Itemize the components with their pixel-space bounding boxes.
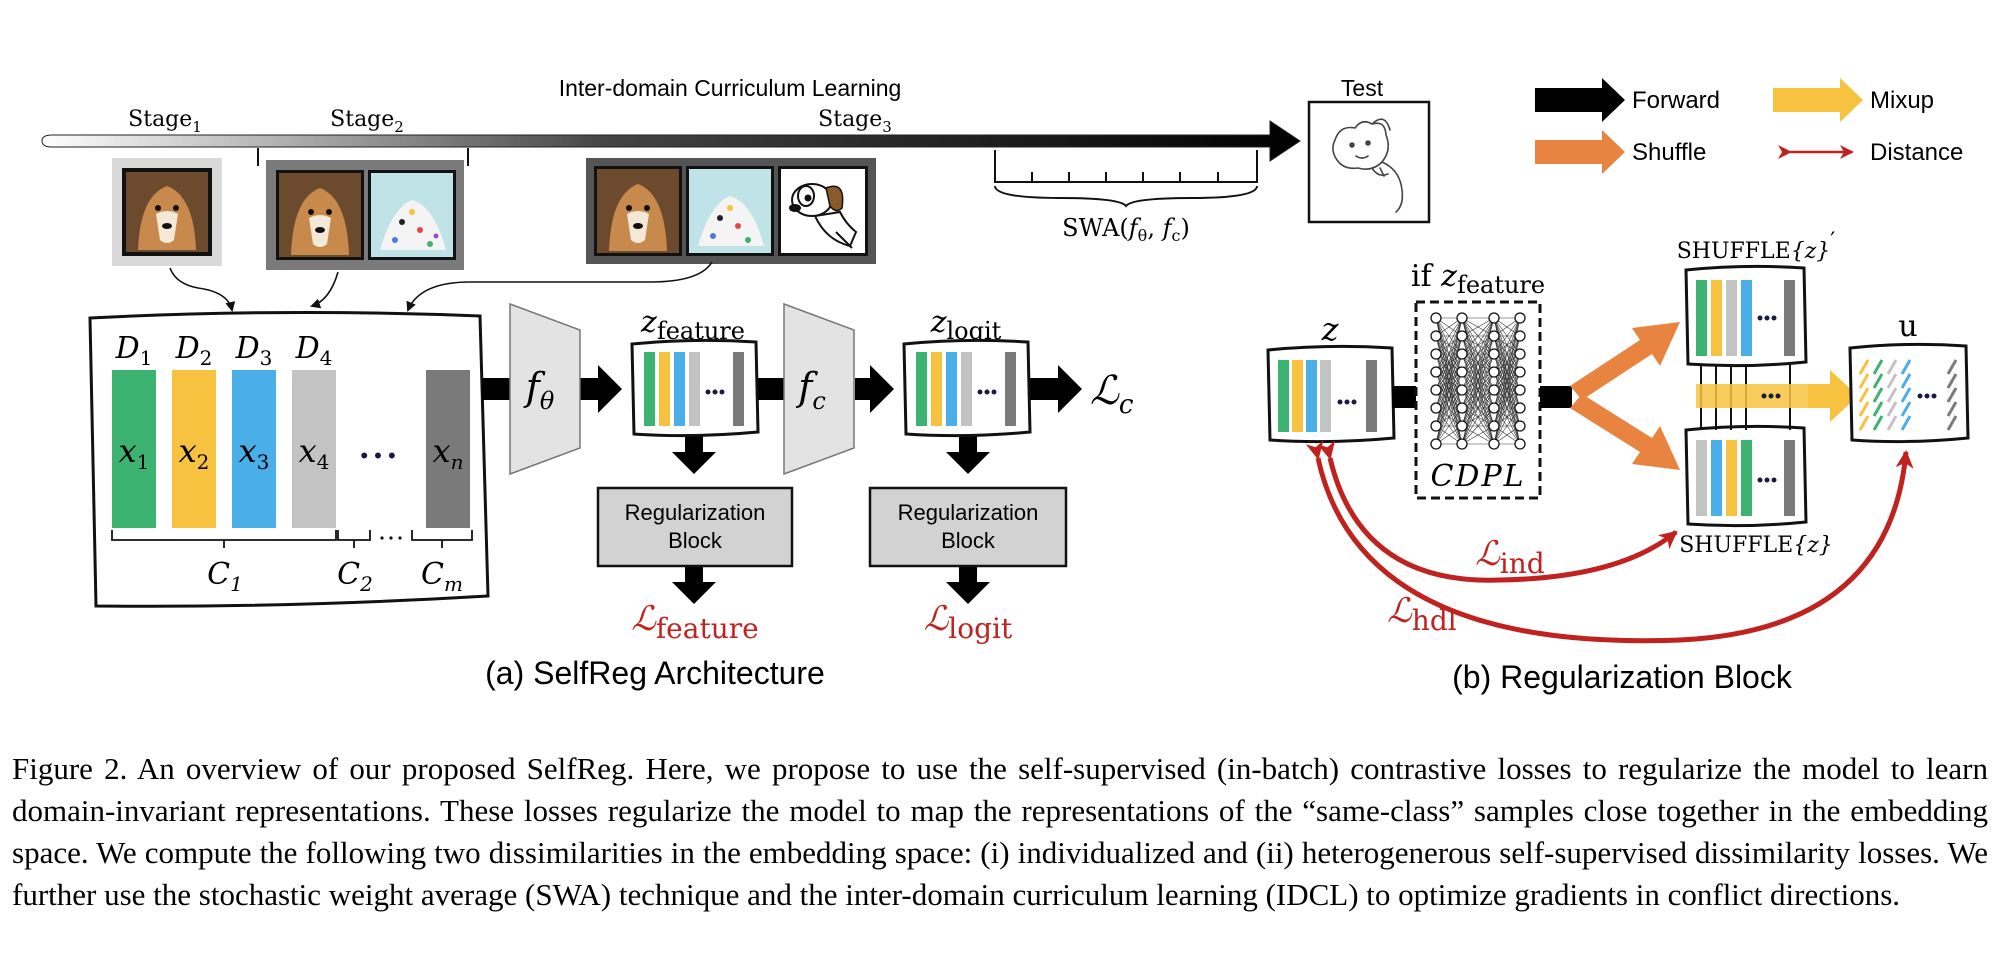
painted-dalmatian-image	[689, 169, 771, 253]
z-logit-label: zlogit	[930, 305, 1002, 345]
domain-bars: D1 x1 D2 x2 D3 x3 D4 x4	[112, 331, 336, 528]
class-label-m: Cm	[421, 557, 463, 596]
loss-feature-label: ℒfeature	[631, 599, 758, 645]
painted-dalmatian-image	[371, 173, 453, 257]
mixup-connectors	[1696, 364, 1808, 430]
stage2-image-group	[266, 160, 464, 270]
z-input-label: z	[1321, 310, 1340, 348]
test-label: Test	[1341, 75, 1384, 101]
cdpl-network-icon	[1430, 312, 1526, 450]
shuffle-arrow-swatch	[1535, 130, 1625, 174]
shuffle-arrow-down	[1570, 394, 1680, 470]
architecture-title: (a) SelfReg Architecture	[485, 655, 825, 691]
domain-1: D1 x1	[112, 331, 156, 528]
regularization-title: (b) Regularization Block	[1452, 659, 1793, 695]
z-feature-bars	[644, 352, 744, 426]
timeline-bar	[41, 120, 1301, 162]
legend-mixup: Mixup	[1870, 87, 1934, 114]
logit-reg-line1: Regularization	[898, 500, 1039, 525]
domain-bar-3	[232, 370, 276, 528]
shuffle-label: SHUFFLE{z}	[1679, 533, 1833, 558]
shuffle-arrow-up	[1570, 322, 1680, 400]
mixup-arrow	[1808, 370, 1858, 422]
sample-label-2: x2	[179, 432, 210, 474]
shuffle-bars	[1696, 440, 1795, 516]
stage3-image-group	[586, 158, 876, 264]
loss-hdl-label: ℒhdl	[1387, 591, 1456, 637]
u-ellipsis	[1917, 393, 1937, 399]
cartoon-dog-image	[781, 169, 865, 253]
mixup-arrow-swatch	[1773, 78, 1863, 122]
f-c-network	[783, 302, 855, 476]
z-logit-bars	[916, 352, 1016, 426]
class-label-1: C1	[207, 557, 243, 596]
if-z-feature-label: if zfeature	[1411, 259, 1545, 299]
domain-label-1: D1	[115, 331, 153, 370]
regularization-panel: z if zfeature CDPL SHUFFLE{z}′	[1266, 229, 1970, 695]
xn-label: xn	[433, 432, 464, 474]
sample-label-1: x1	[119, 432, 150, 474]
selfreg-figure: Inter-domain Curriculum Learning Stage1 …	[41, 75, 1970, 695]
domain-ellipsis: • • •	[360, 443, 395, 468]
collie-photo	[126, 172, 208, 252]
stage-connectors	[169, 261, 713, 312]
legend: Forward Mixup Shuffle Distance	[1535, 78, 1963, 174]
domain-bar-2	[172, 370, 216, 528]
domain-3: D3 x3	[232, 331, 276, 528]
domain-bar-1	[112, 370, 156, 528]
stage2-label: Stage2	[330, 107, 404, 136]
domain-label-4: D4	[295, 331, 333, 370]
timeline-title: Inter-domain Curriculum Learning	[559, 75, 902, 101]
sample-label-3: x3	[239, 432, 270, 474]
shuffle-prime-bars	[1696, 280, 1795, 356]
collie-photo	[597, 169, 679, 253]
test-image-frame	[1307, 100, 1431, 224]
legend-distance: Distance	[1870, 139, 1963, 166]
architecture-panel: D1 x1 D2 x2 D3 x3 D4 x4 • • • xn C1 C2 Cm	[88, 302, 1134, 691]
xn-bar-rect	[426, 370, 470, 528]
domain-label-2: D2	[175, 331, 213, 370]
domain-4: D4 x4	[292, 331, 336, 528]
domain-bar-4	[292, 370, 336, 528]
stage1-label: Stage1	[128, 107, 202, 136]
feature-regularization-block	[596, 486, 794, 568]
xn-bar: xn	[426, 370, 470, 528]
class-braces	[111, 530, 473, 548]
swa-ruler	[994, 150, 1258, 208]
collie-photo	[279, 173, 361, 257]
domain-2: D2 x2	[172, 331, 216, 528]
stage3-label: Stage3	[818, 107, 892, 136]
z-feature-label: zfeature	[640, 305, 745, 345]
sample-label-4: x4	[299, 432, 330, 474]
loss-ind-label: ℒind	[1475, 534, 1544, 580]
shuffle-prime-label: SHUFFLE{z}′	[1677, 229, 1836, 264]
cdpl-label: CDPL	[1430, 459, 1525, 494]
loss-logit-label: ℒlogit	[924, 599, 1013, 645]
curriculum-timeline: Inter-domain Curriculum Learning Stage1 …	[41, 75, 1431, 245]
ind-distance-arc	[1317, 440, 1678, 583]
u-label: u	[1898, 309, 1917, 344]
legend-forward: Forward	[1632, 87, 1720, 114]
sketch-dog-image	[1332, 118, 1404, 213]
z-input-bars	[1278, 360, 1377, 432]
hdl-distance-arc	[1305, 440, 1914, 644]
feature-reg-line2: Block	[668, 528, 723, 553]
legend-shuffle: Shuffle	[1632, 139, 1706, 166]
stage2-bracket	[257, 148, 469, 166]
forward-arrow-swatch	[1535, 78, 1625, 122]
logit-reg-line2: Block	[941, 528, 996, 553]
logit-regularization-block	[868, 486, 1068, 568]
f-theta-network	[509, 302, 581, 476]
swa-label: SWA(fθ, fc)	[1062, 214, 1190, 245]
stage1-image-group	[112, 158, 222, 266]
domain-label-3: D3	[235, 331, 273, 370]
class-label-2: C2	[337, 557, 373, 596]
feature-reg-line1: Regularization	[625, 500, 766, 525]
figure-caption: Figure 2. An overview of our proposed Se…	[12, 751, 1988, 912]
z-to-cdpl-connector	[1392, 386, 1416, 408]
u-mixed-bars	[1858, 359, 1958, 431]
cdpl-to-shuffle-connector	[1540, 386, 1572, 408]
loss-c-label: ℒc	[1090, 368, 1134, 420]
